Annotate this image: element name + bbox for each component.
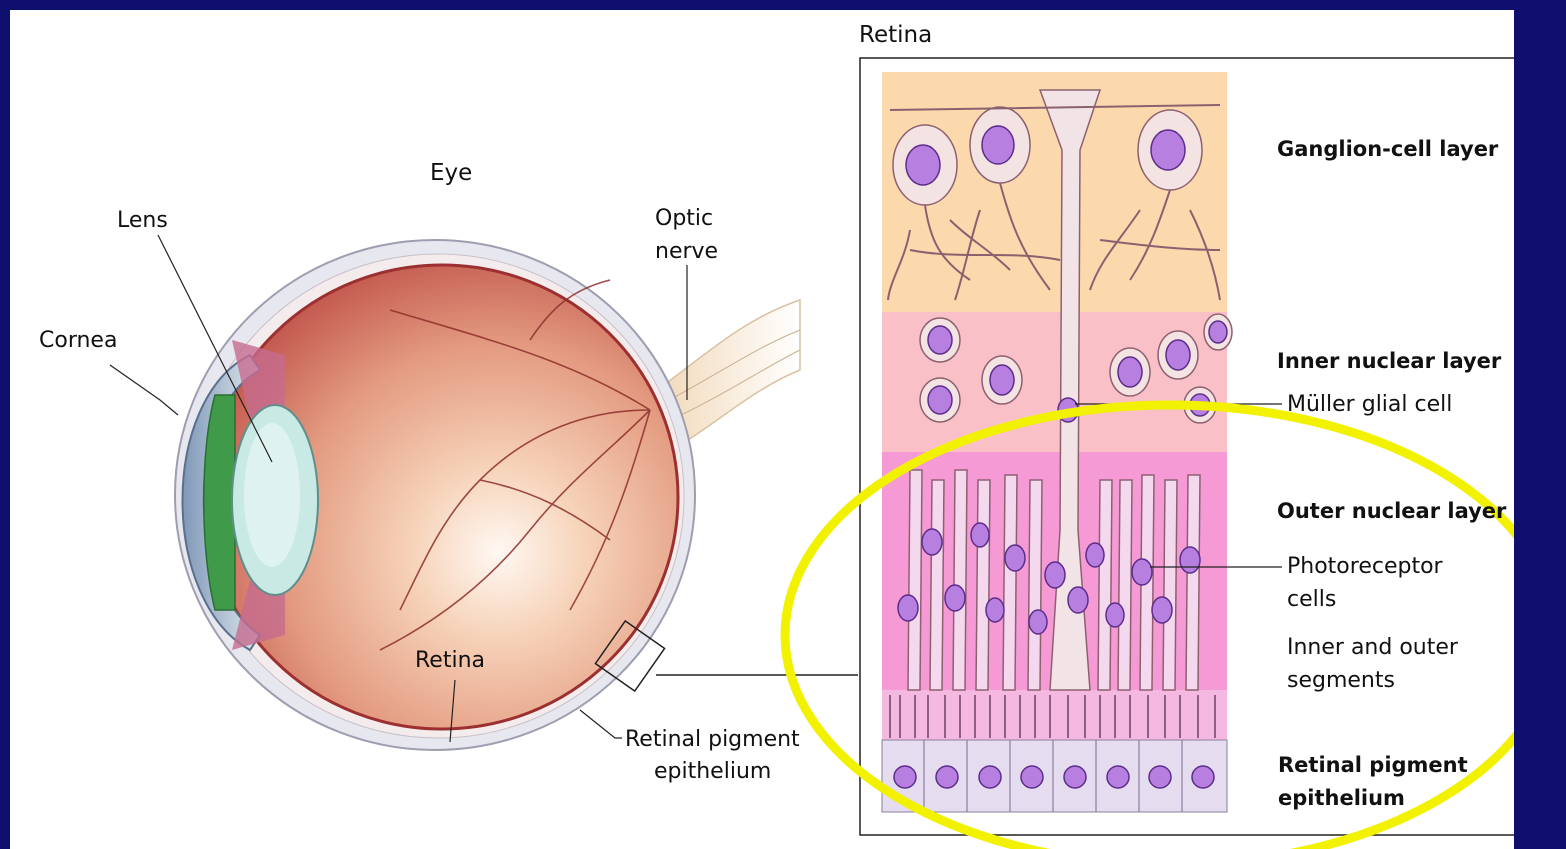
eye-rpe-label-line1: Retinal pigment: [625, 727, 800, 753]
outer-nuclear-layer-label: Outer nuclear layer: [1277, 498, 1506, 524]
panel-rpe-label-line2: epithelium: [1278, 785, 1405, 811]
rpe-layer: [882, 740, 1227, 812]
optic-nerve-label-line1: Optic: [655, 206, 713, 232]
eye-retina-label: Retina: [415, 648, 485, 674]
optic-nerve-label-line2: nerve: [655, 239, 718, 265]
photoreceptor-label-line2: cells: [1287, 587, 1336, 613]
lens-label: Lens: [117, 208, 168, 234]
iris: [204, 395, 235, 610]
ganglion-layer-label: Ganglion-cell layer: [1277, 136, 1498, 162]
muller-glial-cell-label: Müller glial cell: [1287, 392, 1452, 418]
inner-nuclear-layer-label: Inner nuclear layer: [1277, 348, 1501, 374]
segments-label-line2: segments: [1287, 668, 1395, 694]
panel-rpe-label-line1: Retinal pigment: [1278, 752, 1468, 778]
eye-rpe-label-line2: epithelium: [654, 759, 771, 785]
photoreceptor-label-line1: Photoreceptor: [1287, 554, 1443, 580]
segments-label-line1: Inner and outer: [1287, 635, 1458, 661]
slide: Eye Lens Optic nerve Cornea Retina Retin…: [10, 10, 1514, 849]
eye-title: Eye: [430, 160, 472, 186]
retina-panel-title: Retina: [859, 22, 932, 48]
segments-layer: [882, 690, 1227, 740]
cornea-label: Cornea: [39, 328, 117, 354]
